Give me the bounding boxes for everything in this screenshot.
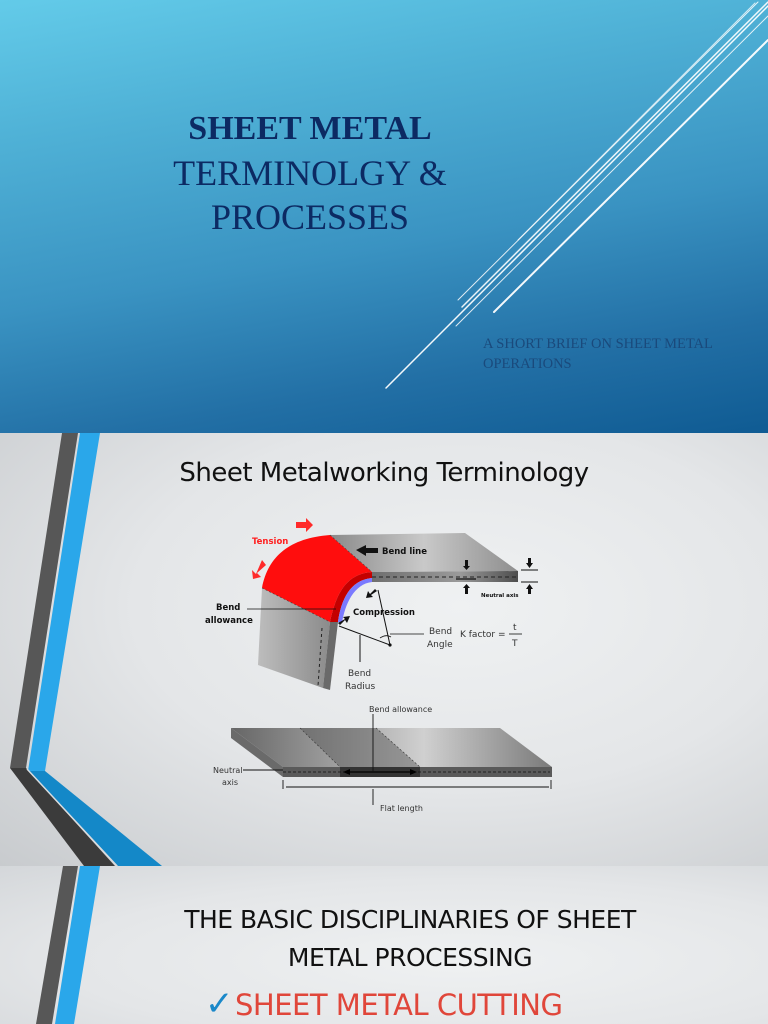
check-icon: ✓ bbox=[205, 984, 234, 1024]
label-k-denominator: T bbox=[511, 639, 518, 649]
terminology-slide: Sheet Metalworking Terminology bbox=[0, 433, 768, 866]
label-flat-length: Flat length bbox=[380, 804, 423, 813]
slide-heading: Sheet Metalworking Terminology bbox=[179, 458, 589, 488]
label-k-factor: K factor = bbox=[460, 630, 506, 640]
bullet-label: SHEET METAL CUTTING bbox=[235, 988, 563, 1022]
svg-text:Flat length: Flat length bbox=[380, 804, 423, 813]
svg-text:Bend line: Bend line bbox=[382, 547, 427, 557]
label-flat-neutral-2: axis bbox=[222, 778, 238, 787]
title-slide: SHEET METAL TERMINOLGY & PROCESSES A SHO… bbox=[0, 0, 768, 433]
decorative-side-bars bbox=[10, 433, 162, 866]
svg-text:t: t bbox=[513, 623, 517, 633]
svg-text:Bend: Bend bbox=[429, 627, 452, 637]
heading-line-2: METAL PROCESSING bbox=[287, 943, 533, 972]
label-k-numerator: t bbox=[513, 623, 517, 633]
label-tension: Tension bbox=[252, 537, 288, 547]
svg-text:Bend: Bend bbox=[348, 669, 371, 679]
slide-subtitle: A SHORT BRIEF ON SHEET METAL OPERATIONS bbox=[483, 334, 763, 374]
decorative-diagonal-lines bbox=[385, 1, 768, 389]
label-compression: Compression bbox=[353, 608, 415, 618]
label-neutral-axis-small: Neutral axis bbox=[481, 593, 519, 599]
subtitle-line-1: A SHORT BRIEF ON SHEET METAL bbox=[483, 336, 713, 352]
heading-line-1: THE BASIC DISCIPLINARIES OF SHEET bbox=[184, 905, 636, 934]
label-flat-bend-allowance: Bend allowance bbox=[369, 705, 432, 714]
svg-text:Neutral: Neutral bbox=[213, 766, 243, 775]
svg-text:K factor =: K factor = bbox=[460, 630, 506, 640]
processes-slide: THE BASIC DISCIPLINARIES OF SHEET METAL … bbox=[0, 866, 768, 1024]
label-bend-angle-2: Angle bbox=[427, 640, 453, 650]
svg-text:Neutral axis: Neutral axis bbox=[481, 593, 519, 599]
title-line-3: PROCESSES bbox=[210, 197, 410, 237]
label-bend-allowance-2: allowance bbox=[205, 616, 253, 626]
label-bend-angle-1: Bend bbox=[429, 627, 452, 637]
svg-text:Compression: Compression bbox=[353, 608, 415, 618]
label-bend-line: Bend line bbox=[382, 547, 427, 557]
label-flat-neutral-1: Neutral bbox=[213, 766, 243, 775]
svg-text:Radius: Radius bbox=[345, 682, 375, 692]
title-line-1: SHEET METAL bbox=[188, 110, 432, 147]
bullet-item: ✓SHEET METAL CUTTING bbox=[205, 984, 563, 1024]
label-bend-radius-2: Radius bbox=[345, 682, 375, 692]
slide-title: SHEET METAL TERMINOLGY & PROCESSES bbox=[150, 107, 470, 239]
title-line-2: TERMINOLGY & bbox=[173, 153, 447, 193]
svg-text:T: T bbox=[511, 639, 518, 649]
svg-text:Tension: Tension bbox=[252, 537, 288, 547]
svg-text:axis: axis bbox=[222, 778, 238, 787]
svg-text:Bend allowance: Bend allowance bbox=[369, 705, 432, 714]
decorative-side-bars bbox=[36, 866, 100, 1024]
svg-text:Angle: Angle bbox=[427, 640, 453, 650]
label-bend-allowance-1: Bend bbox=[216, 603, 240, 613]
svg-text:Bend: Bend bbox=[216, 603, 240, 613]
subtitle-line-2: OPERATIONS bbox=[483, 356, 572, 372]
slide-heading: THE BASIC DISCIPLINARIES OF SHEET METAL … bbox=[60, 901, 760, 977]
svg-text:allowance: allowance bbox=[205, 616, 253, 626]
label-bend-radius-1: Bend bbox=[348, 669, 371, 679]
bend-terminology-diagram: Tension Bend line Neutral axis Bend allo… bbox=[205, 518, 552, 813]
